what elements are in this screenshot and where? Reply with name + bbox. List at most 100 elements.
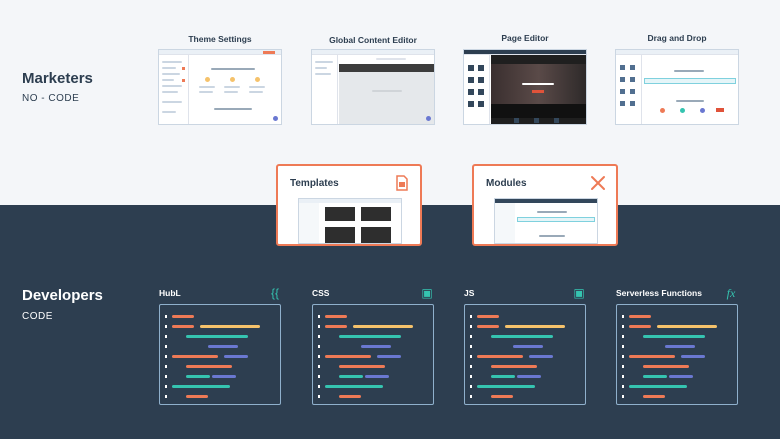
- code-line: [361, 345, 391, 348]
- code-gutter-mark: [165, 315, 167, 318]
- code-gutter-mark: [470, 365, 472, 368]
- code-line: [172, 325, 194, 328]
- code-gutter-mark: [470, 335, 472, 338]
- code-gutter-mark: [470, 385, 472, 388]
- code-line: [477, 355, 523, 358]
- code-gutter-mark: [470, 355, 472, 358]
- code-line: [325, 325, 347, 328]
- code-line: [665, 345, 695, 348]
- code-gutter-mark: [165, 345, 167, 348]
- code-line: [172, 355, 218, 358]
- code-line: [643, 365, 689, 368]
- code-gutter-mark: [318, 355, 320, 358]
- code-line: [491, 335, 553, 338]
- code-line: [477, 315, 499, 318]
- code-gutter-mark: [318, 325, 320, 328]
- code-gutter-mark: [622, 315, 624, 318]
- marketers-subtitle: NO - CODE: [22, 93, 80, 104]
- code-gutter-mark: [470, 395, 472, 398]
- serverless-code-panel: [616, 304, 738, 405]
- function-icon: fx: [726, 286, 736, 300]
- code-line: [491, 395, 513, 398]
- code-line: [491, 375, 515, 378]
- code-gutter-mark: [165, 385, 167, 388]
- code-line: [629, 355, 675, 358]
- code-line: [325, 385, 383, 388]
- code-line: [339, 375, 363, 378]
- code-line: [629, 315, 651, 318]
- code-line: [339, 335, 401, 338]
- code-gutter-mark: [622, 355, 624, 358]
- code-gutter-mark: [622, 395, 624, 398]
- tools-icon: [591, 176, 605, 190]
- code-gutter-mark: [622, 365, 624, 368]
- templates-title: Templates: [290, 178, 339, 189]
- code-gutter-mark: [165, 395, 167, 398]
- code-line: [325, 355, 371, 358]
- code-gutter-mark: [318, 345, 320, 348]
- template-file-icon: [396, 175, 408, 191]
- code-line: [629, 325, 651, 328]
- modules-title: Modules: [486, 178, 527, 189]
- code-line: [186, 335, 248, 338]
- code-line: [643, 395, 665, 398]
- tool-title-drag-and-drop: Drag and Drop: [647, 33, 707, 43]
- js-code-panel: [464, 304, 586, 405]
- css-code-panel: [312, 304, 434, 405]
- dev-title-serverless-functions: Serverless Functions: [616, 288, 702, 298]
- code-gutter-mark: [622, 325, 624, 328]
- code-gutter-mark: [165, 325, 167, 328]
- code-line: [657, 325, 717, 328]
- dev-title-css: CSS: [312, 288, 330, 298]
- code-gutter-mark: [622, 335, 624, 338]
- code-line: [224, 355, 248, 358]
- code-gutter-mark: [470, 375, 472, 378]
- developers-heading: Developers: [22, 287, 103, 304]
- code-gutter-mark: [165, 335, 167, 338]
- code-line: [212, 375, 236, 378]
- code-line: [643, 335, 705, 338]
- theme-settings-screenshot: [158, 49, 282, 125]
- code-gutter-mark: [165, 355, 167, 358]
- code-line: [513, 345, 543, 348]
- page-editor-screenshot: [463, 49, 587, 125]
- code-gutter-mark: [470, 345, 472, 348]
- hubl-code-panel: [159, 304, 281, 405]
- code-line: [643, 375, 667, 378]
- code-gutter-mark: [470, 325, 472, 328]
- code-line: [172, 315, 194, 318]
- templates-card: Templates: [276, 164, 422, 246]
- code-line: [339, 395, 361, 398]
- code-line: [325, 315, 347, 318]
- code-line: [186, 365, 232, 368]
- code-line: [377, 355, 401, 358]
- code-line: [200, 325, 260, 328]
- code-line: [477, 385, 535, 388]
- code-gutter-mark: [622, 345, 624, 348]
- code-line: [517, 375, 541, 378]
- code-gutter-mark: [165, 375, 167, 378]
- curly-braces-icon: {{: [270, 286, 279, 300]
- code-line: [529, 355, 553, 358]
- code-line: [491, 365, 537, 368]
- code-gutter-mark: [318, 375, 320, 378]
- global-content-editor-screenshot: [311, 49, 435, 125]
- tool-title-global-content-editor: Global Content Editor: [329, 35, 417, 45]
- code-file-icon: ▣: [573, 286, 585, 300]
- code-gutter-mark: [318, 315, 320, 318]
- code-file-icon: ▣: [421, 286, 433, 300]
- code-line: [172, 385, 230, 388]
- marketers-heading: Marketers: [22, 70, 93, 87]
- modules-card: Modules: [472, 164, 618, 246]
- developers-subtitle: CODE: [22, 311, 53, 322]
- code-gutter-mark: [622, 385, 624, 388]
- code-line: [669, 375, 693, 378]
- tool-title-page-editor: Page Editor: [501, 33, 549, 43]
- code-gutter-mark: [165, 365, 167, 368]
- drag-and-drop-screenshot: [615, 49, 739, 125]
- code-line: [365, 375, 389, 378]
- code-line: [208, 345, 238, 348]
- code-line: [186, 395, 208, 398]
- code-line: [186, 375, 210, 378]
- code-line: [339, 365, 385, 368]
